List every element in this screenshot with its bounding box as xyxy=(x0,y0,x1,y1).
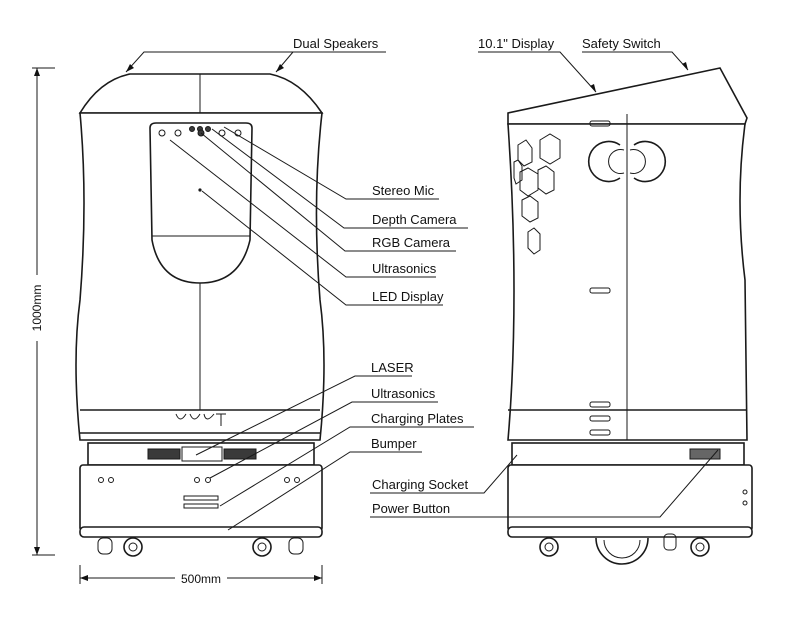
front-callouts: Dual Speakers Stereo Mic Depth Camera RG… xyxy=(125,36,474,531)
callout-stereo-mic: Stereo Mic xyxy=(372,183,435,198)
callout-ultrasonics-top: Ultrasonics xyxy=(372,261,437,276)
height-dimension: 1000mm xyxy=(30,67,55,556)
callout-laser: LASER xyxy=(371,360,414,375)
side-view xyxy=(507,67,753,565)
callout-power-button: Power Button xyxy=(372,501,450,516)
front-laser-band xyxy=(87,442,315,466)
width-dimension: 500mm xyxy=(79,565,323,586)
front-head-cap xyxy=(78,73,324,114)
callout-depth-camera: Depth Camera xyxy=(372,212,457,227)
width-label: 500mm xyxy=(181,572,221,586)
callout-dual-speakers: Dual Speakers xyxy=(293,36,379,51)
side-head xyxy=(507,67,748,125)
callout-safety-switch: Safety Switch xyxy=(582,36,661,51)
callout-led-display: LED Display xyxy=(372,289,444,304)
front-display-window xyxy=(149,122,253,284)
height-label: 1000mm xyxy=(30,285,44,332)
front-view xyxy=(75,73,325,557)
callout-ultrasonics-bottom: Ultrasonics xyxy=(371,386,436,401)
front-base xyxy=(79,464,323,532)
callout-charging-plates: Charging Plates xyxy=(371,411,464,426)
callout-bumper: Bumper xyxy=(371,436,417,451)
hexagon-pattern xyxy=(513,133,561,255)
callout-charging-socket: Charging Socket xyxy=(372,477,468,492)
callout-rgb-camera: RGB Camera xyxy=(372,235,451,250)
side-callouts: 10.1" Display Safety Switch Charging Soc… xyxy=(370,36,719,518)
callout-display: 10.1" Display xyxy=(478,36,555,51)
front-bumper xyxy=(79,526,323,538)
side-base xyxy=(507,464,753,532)
